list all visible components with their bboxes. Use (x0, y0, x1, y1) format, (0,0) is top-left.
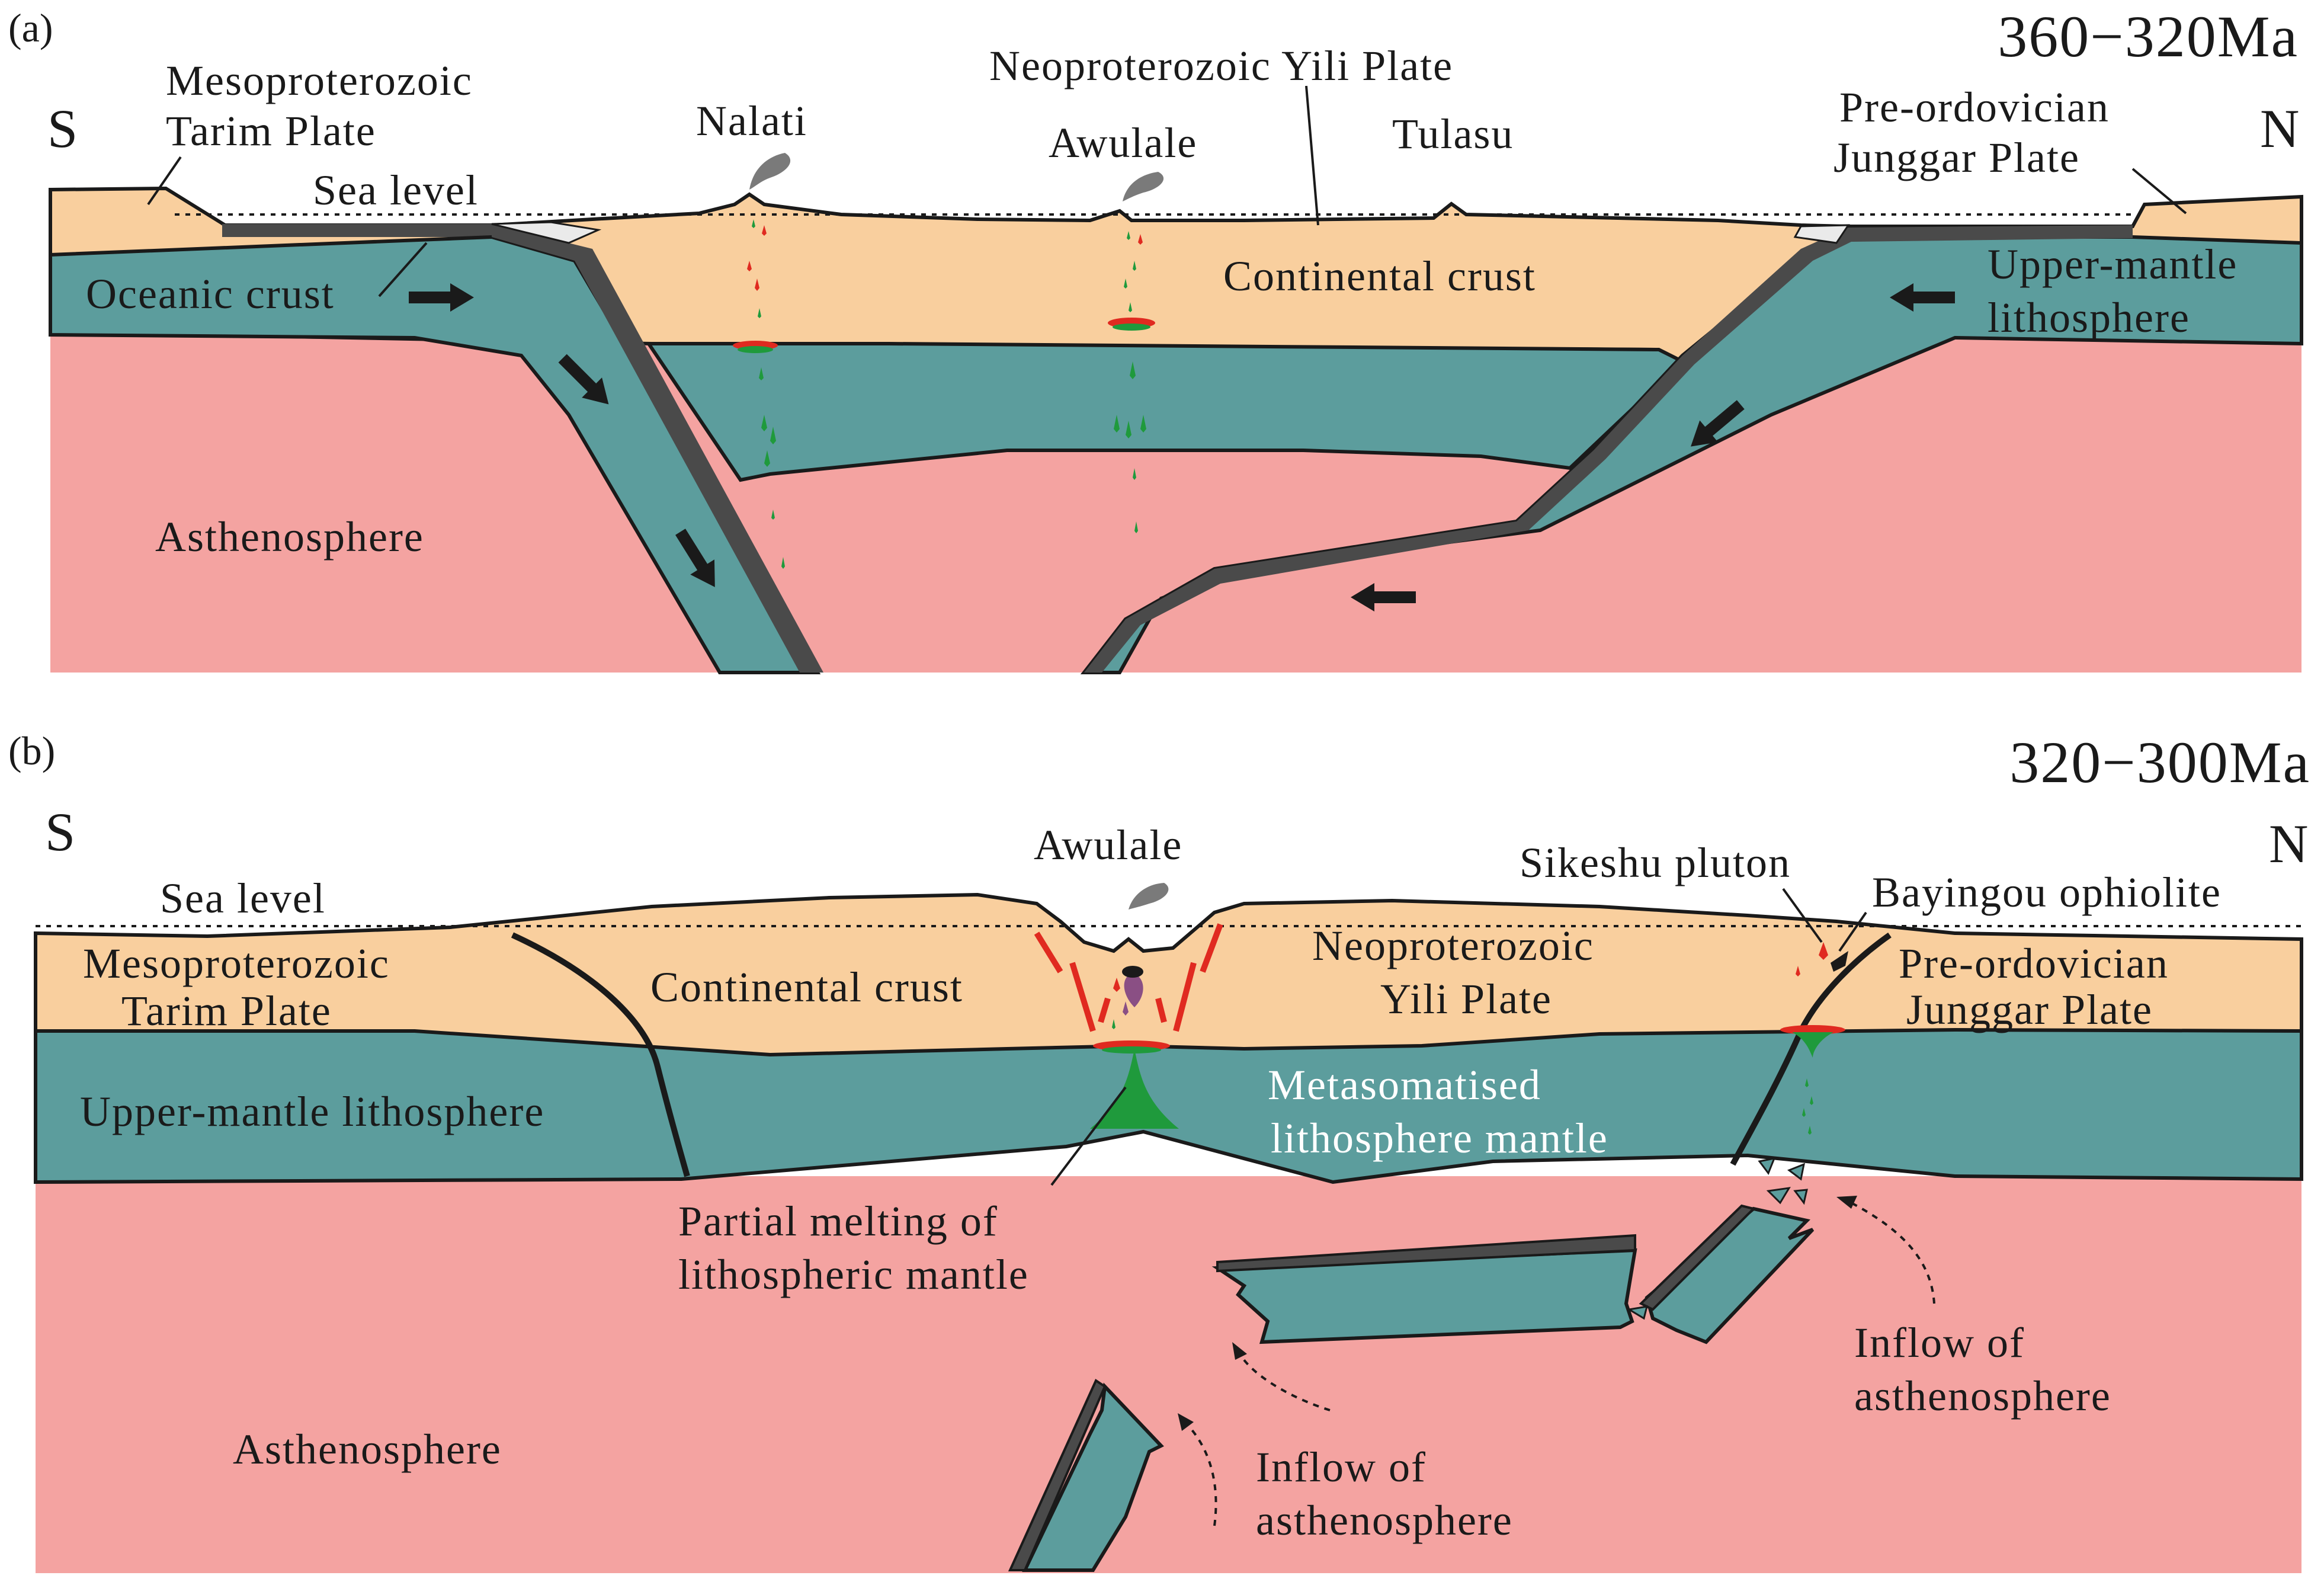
motion-arrow-icon (1178, 1413, 1194, 1431)
panel-b-inflow-arrow-mid (1237, 1350, 1331, 1411)
panel-a-junggar-leader (2131, 168, 2187, 214)
panel-b-mantle-lithosphere (34, 1026, 2303, 1184)
panel-a-tulasu: Tulasu (1392, 110, 1514, 158)
panel-b-inflow-right-line2: asthenosphere (1854, 1372, 2111, 1420)
panel-a-south: S (47, 98, 79, 159)
panel-b-metasom-line1: Metasomatised (1268, 1061, 1541, 1109)
melt-drop-icon (1796, 966, 1800, 976)
panel-b-partial-line1: Partial melting of (678, 1197, 998, 1245)
panel-b-yili-line2: Yili Plate (1380, 975, 1552, 1023)
panel-a-upper-mantle-line2: lithosphere (1988, 294, 2190, 341)
motion-arrow-icon (558, 354, 609, 405)
motion-arrow-icon (1232, 1342, 1247, 1360)
panel-a-yili-leader (1305, 85, 1319, 226)
panel-b-asthenosphere-area (36, 1176, 2301, 1573)
panel-b-age: 320−300Ma (2009, 729, 2310, 795)
panel-b-continental-crust: Continental crust (650, 963, 963, 1011)
panel-a-sea-level: Sea level (313, 166, 479, 214)
panel-b-sea-level: Sea level (160, 875, 326, 922)
panel-b-bayingou: Bayingou ophiolite (1872, 869, 2222, 916)
panel-b-awulale-cap (1122, 966, 1143, 978)
panel-a-nalati: Nalati (696, 97, 807, 145)
melt-drop-icon (1102, 1046, 1161, 1054)
panel-b-detached-slab-long (1211, 1234, 1637, 1344)
panel-b-north: N (2269, 814, 2309, 874)
panel-b-inflow-right-line1: Inflow of (1854, 1319, 2025, 1366)
panel-b-south: S (45, 802, 76, 862)
awulale-graben-faults (1034, 923, 1223, 1032)
panel-b-yili-line1: Neoproterozoic (1312, 922, 1594, 969)
melt-drop-icon (1112, 1019, 1115, 1029)
panel-b-sikeshu-leader (1782, 888, 1823, 943)
panel-a-left-wedge (491, 221, 602, 244)
panel-b-upper-mantle: Upper-mantle lithosphere (80, 1088, 544, 1135)
panel-b-inflow-arrow-right (1851, 1202, 1935, 1304)
panel-a-upper-mantle-line1: Upper-mantle (1988, 241, 2238, 288)
panel-a-tag: (a) (8, 5, 53, 50)
panel-a-left-slab-crust (492, 224, 823, 673)
panel-b-right-melt-wedge (1792, 1032, 1833, 1058)
panel-a: (a) 360−320Ma S N Mesoproterozoic Tarim … (8, 4, 2303, 674)
panel-b-tag: (b) (8, 728, 55, 773)
motion-arrow-icon (675, 529, 715, 587)
motion-arrow-icon (1890, 283, 1955, 312)
panel-b-awulale-intrusion (1124, 973, 1143, 1007)
panel-a-yili-plate: Neoproterozoic Yili Plate (989, 42, 1453, 89)
motion-arrow-icon (409, 283, 474, 312)
panel-b: (b) 320−300Ma S N Awulale Sikeshu pluton… (8, 728, 2310, 1573)
panel-b-bayingou-leader (1838, 911, 1867, 952)
panel-a-oceanic-leader (378, 242, 428, 297)
panel-b-tarim-line2: Tarim Plate (121, 987, 332, 1035)
motion-arrow-icon (1691, 400, 1745, 447)
panel-a-junggar-line1: Pre-ordovician (1839, 84, 2110, 131)
panel-b-asthenosphere: Asthenosphere (233, 1426, 502, 1473)
panel-a-north: N (2260, 98, 2300, 159)
panel-b-continental-crust (34, 892, 2303, 1057)
panel-a-continental-crust: Continental crust (1223, 252, 1536, 300)
panel-b-detached-slab-deep (1008, 1379, 1164, 1572)
panel-a-right-wedge (1793, 224, 1850, 244)
melt-drop-icon (1819, 942, 1828, 960)
panel-b-partial-melt-leader (1050, 1086, 1127, 1186)
panel-b-tarim-line1: Mesoproterozoic (83, 940, 390, 987)
panel-b-bayingou-ophiolite (1831, 951, 1848, 972)
melt-drop-icon (738, 346, 773, 353)
panel-a-tarim-leader (147, 156, 182, 206)
volcanic-plume-icon (1123, 172, 1164, 201)
fault-line-icon (511, 932, 690, 1177)
panel-b-detached-slab-right (1626, 1204, 1815, 1344)
panel-b-partial-line2: lithospheric mantle (678, 1251, 1029, 1298)
panel-b-partial-melt-zone (1090, 1049, 1179, 1129)
melt-drop-icon (1123, 1001, 1129, 1016)
awulale-melt-drops (1114, 231, 1146, 533)
panel-a-asthenosphere: Asthenosphere (155, 513, 424, 561)
panel-a-oceanic-crust: Oceanic crust (86, 270, 335, 318)
panel-b-awulale: Awulale (1034, 821, 1182, 869)
panel-b-right-green-drops (1802, 1078, 1813, 1135)
panel-b-slab-debris (1758, 1157, 1808, 1205)
volcanic-plume-icon (749, 153, 791, 190)
panel-a-awulale: Awulale (1049, 119, 1197, 166)
panel-b-inflow-left-line1: Inflow of (1256, 1443, 1427, 1491)
panel-a-junggar-line2: Junggar Plate (1833, 134, 2080, 181)
motion-arrow-icon (1351, 583, 1416, 611)
panel-b-inflow-left-line2: asthenosphere (1256, 1497, 1513, 1544)
panel-b-sikeshu: Sikeshu pluton (1520, 839, 1791, 886)
panel-b-junggar-line1: Pre-ordovician (1899, 940, 2169, 987)
motion-arrow-icon (1836, 1196, 1857, 1209)
nalati-melt-drops (747, 219, 785, 569)
panel-a-age: 360−320Ma (1998, 4, 2299, 69)
melt-drop-icon (1113, 978, 1120, 992)
panel-a-right-slab-crust (1084, 225, 2133, 673)
panel-b-junggar-line2: Junggar Plate (1906, 986, 2153, 1033)
panel-a-tarim-line2: Tarim Plate (166, 107, 376, 155)
panel-b-inflow-arrow-left (1184, 1421, 1217, 1526)
panel-b-metasom-line2: lithosphere mantle (1271, 1115, 1608, 1162)
melt-drop-icon (1113, 324, 1150, 331)
volcanic-plume-icon (1129, 883, 1169, 910)
panel-a-central-mantle (645, 342, 1686, 482)
panel-a-tarim-line1: Mesoproterozoic (166, 57, 473, 104)
